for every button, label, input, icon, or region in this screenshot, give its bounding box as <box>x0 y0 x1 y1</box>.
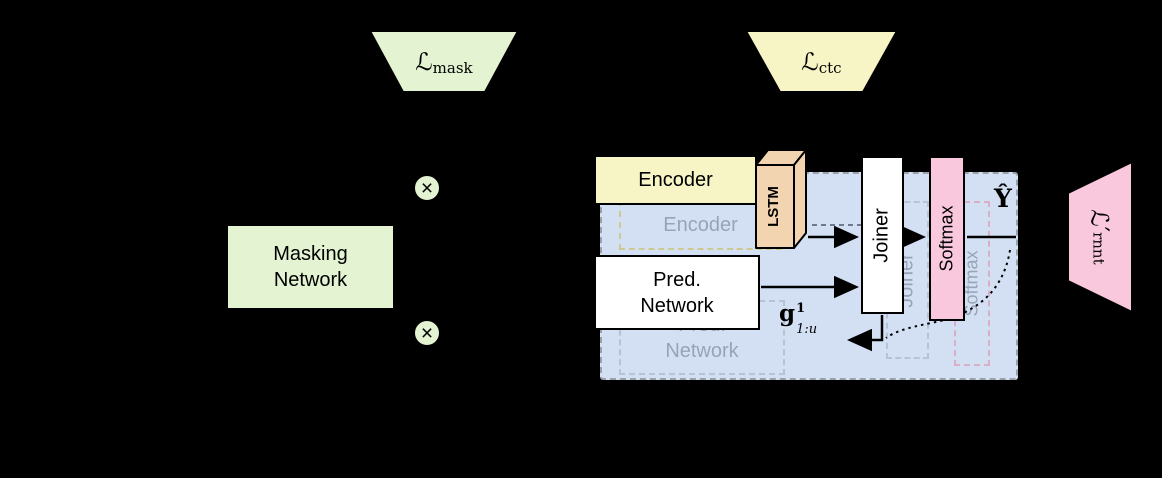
loss-ctc-shape <box>744 30 899 93</box>
pred-network-line1: Pred. <box>653 268 701 291</box>
lstm-box: LSTM <box>753 146 809 252</box>
g-subscript: 1:u <box>796 322 818 337</box>
loss-ctc-symbol: ℒ <box>801 47 819 76</box>
loss-rnnt-trapezoid: ℒ′rnnt <box>1066 160 1134 314</box>
y-hat-label: Ŷ <box>994 184 1012 213</box>
loss-rnnt-subscript: rnnt <box>1089 232 1108 265</box>
pred-network-box: Pred. Network <box>594 255 760 330</box>
otimes-icon-bottom: × <box>413 319 441 347</box>
ghost-encoder-label: Encoder <box>663 214 738 236</box>
g-superscript: 1 <box>796 301 806 316</box>
loss-ctc-subscript: ctc <box>818 58 842 77</box>
joiner-box: Joiner <box>861 156 904 314</box>
otimes-icon-top: × <box>413 174 441 202</box>
lstm-label: LSTM <box>764 185 782 227</box>
g-base: g <box>779 300 796 327</box>
masking-network-line1: Masking <box>273 243 348 265</box>
lstm-shape <box>755 149 807 249</box>
y-hat-text: Ŷ <box>994 184 1012 213</box>
g-vector-label: g 1 1:u <box>779 302 817 336</box>
ghost-pred-line2: Network <box>665 339 739 362</box>
softmax-label: Softmax <box>936 205 957 272</box>
encoder-label: Encoder <box>638 169 713 191</box>
otimes-glyph: × <box>420 176 434 200</box>
joiner-label: Joiner <box>871 207 894 263</box>
encoder-box: Encoder <box>594 155 757 205</box>
otimes-glyph: × <box>420 321 434 345</box>
masking-network-line2: Network <box>273 269 348 291</box>
loss-rnnt-label: ℒ′rnnt <box>1066 160 1134 314</box>
loss-mask-symbol: ℒ <box>415 47 433 76</box>
pred-network-line2: Network <box>640 294 714 317</box>
loss-rnnt-symbol: ℒ′ <box>1085 209 1114 233</box>
lstm-label-wrap: LSTM <box>753 163 794 249</box>
masking-network-box: Masking Network <box>226 224 395 310</box>
loss-mask-shape <box>368 30 520 93</box>
softmax-box: Softmax <box>929 156 965 321</box>
loss-mask-subscript: mask <box>432 58 473 77</box>
loss-rnnt-shape <box>1067 160 1133 314</box>
g-supsub: 1 1:u <box>796 302 817 336</box>
